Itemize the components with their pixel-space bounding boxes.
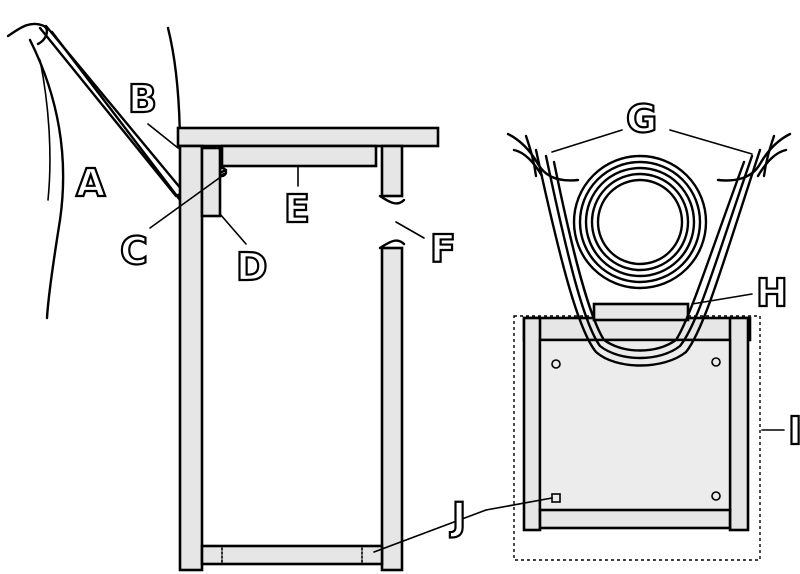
- mount-block: [592, 302, 690, 322]
- leader-d: [219, 213, 247, 245]
- cleat: [200, 146, 222, 218]
- leader-g-left: [551, 129, 623, 153]
- label-a: A: [76, 161, 106, 205]
- front-wall-top: [380, 144, 404, 198]
- front-wall-bottom: [380, 246, 404, 572]
- floor-board: [200, 544, 384, 566]
- right-post: [728, 316, 750, 532]
- wire-loop: [534, 148, 762, 367]
- entrance-hole-edge: [378, 194, 406, 205]
- leader-j: [373, 509, 487, 553]
- front-plate: [538, 338, 732, 514]
- front-view: G H I J: [448, 96, 800, 561]
- label-b: B: [128, 77, 157, 121]
- leader-h: [691, 293, 753, 305]
- leader-g-right: [669, 129, 753, 155]
- leader-f: [395, 221, 425, 239]
- leader-c: [149, 175, 223, 229]
- screw-marks: [551, 357, 721, 503]
- left-post: [522, 316, 542, 532]
- label-f: F: [430, 227, 456, 271]
- wire-ends: [506, 132, 792, 182]
- label-i: I: [788, 409, 800, 453]
- back-wall: [178, 144, 204, 572]
- label-e: E: [284, 187, 310, 231]
- wire-coil: [572, 154, 708, 290]
- ceiling-block: [220, 144, 378, 168]
- label-j: J: [449, 495, 466, 539]
- label-g: G: [626, 97, 657, 141]
- roof-board: [176, 126, 440, 148]
- label-h: H: [756, 271, 788, 315]
- label-d: D: [236, 245, 268, 289]
- bottom-bar: [538, 508, 732, 530]
- leader-j2: [485, 497, 553, 511]
- label-c: C: [120, 229, 148, 273]
- side-view: A B C D E F: [6, 22, 487, 572]
- leader-b: [147, 123, 179, 149]
